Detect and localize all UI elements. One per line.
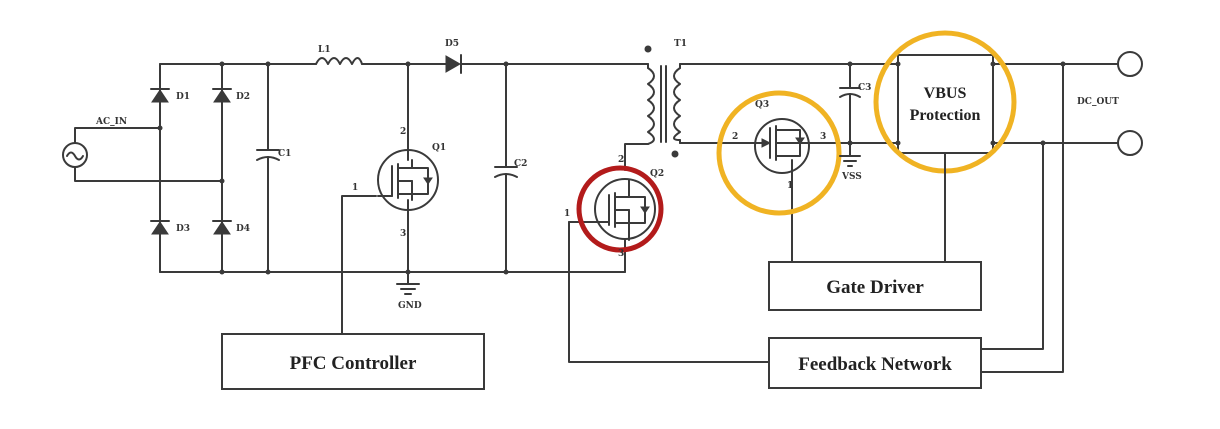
d1-label: D1 [176, 92, 190, 102]
vbus-label-line2: Protection [910, 107, 981, 124]
inductor-l1 [315, 57, 363, 65]
vbus-protection-block [897, 54, 994, 154]
dc-out-positive-terminal [1117, 51, 1143, 77]
q1-label: Q1 [432, 143, 446, 153]
gate-driver-label: Gate Driver [826, 277, 924, 298]
q1-pin3: 3 [400, 229, 406, 239]
q3-highlight-circle [716, 90, 842, 216]
q2-label: Q2 [650, 169, 664, 179]
feedback-network-label: Feedback Network [798, 354, 952, 375]
gate-driver-block [768, 261, 982, 311]
d3-label: D3 [176, 224, 190, 234]
t1-label: T1 [674, 39, 687, 49]
ground-symbol [396, 271, 420, 295]
gnd-label: GND [398, 301, 422, 311]
vbus-label-line1: VBUS [924, 85, 967, 102]
q2-pin1: 1 [564, 209, 570, 219]
mosfet-q1 [341, 63, 439, 335]
q3-pin1: 1 [787, 181, 793, 191]
ac-in-label: AC_IN [95, 117, 127, 127]
bridge-rectifier [150, 63, 232, 273]
q1-pin2: 2 [400, 127, 406, 137]
d5-label: D5 [445, 39, 459, 49]
dc-out-negative-terminal [1117, 130, 1143, 156]
q3-pin3: 3 [820, 132, 826, 142]
feedback-network-block [768, 337, 982, 389]
pfc-controller-block [221, 333, 485, 390]
q2-pin2: 2 [618, 155, 624, 165]
mosfet-q2 [568, 178, 770, 363]
c2-label: C2 [514, 159, 527, 169]
q3-label: Q3 [755, 100, 769, 110]
q1-pin1: 1 [352, 183, 358, 193]
pfc-controller-label: PFC Controller [290, 353, 417, 374]
capacitor-c3 [839, 63, 861, 167]
mosfet-q3 [754, 118, 810, 263]
q3-pin2: 2 [732, 132, 738, 142]
c3-label: C3 [858, 83, 871, 93]
d4-label: D4 [236, 224, 250, 234]
l1-label: L1 [318, 45, 331, 55]
q2-highlight-circle [576, 165, 664, 253]
capacitor-c2 [494, 63, 518, 273]
vss-label: VSS [841, 172, 862, 182]
diode-d5 [445, 54, 462, 74]
d2-label: D2 [236, 92, 250, 102]
q2-pin3: 3 [618, 249, 624, 259]
dc-out-label: DC_OUT [1077, 97, 1119, 107]
capacitor-c1 [256, 63, 280, 273]
ac-source [62, 127, 223, 182]
c1-label: C1 [278, 149, 291, 159]
